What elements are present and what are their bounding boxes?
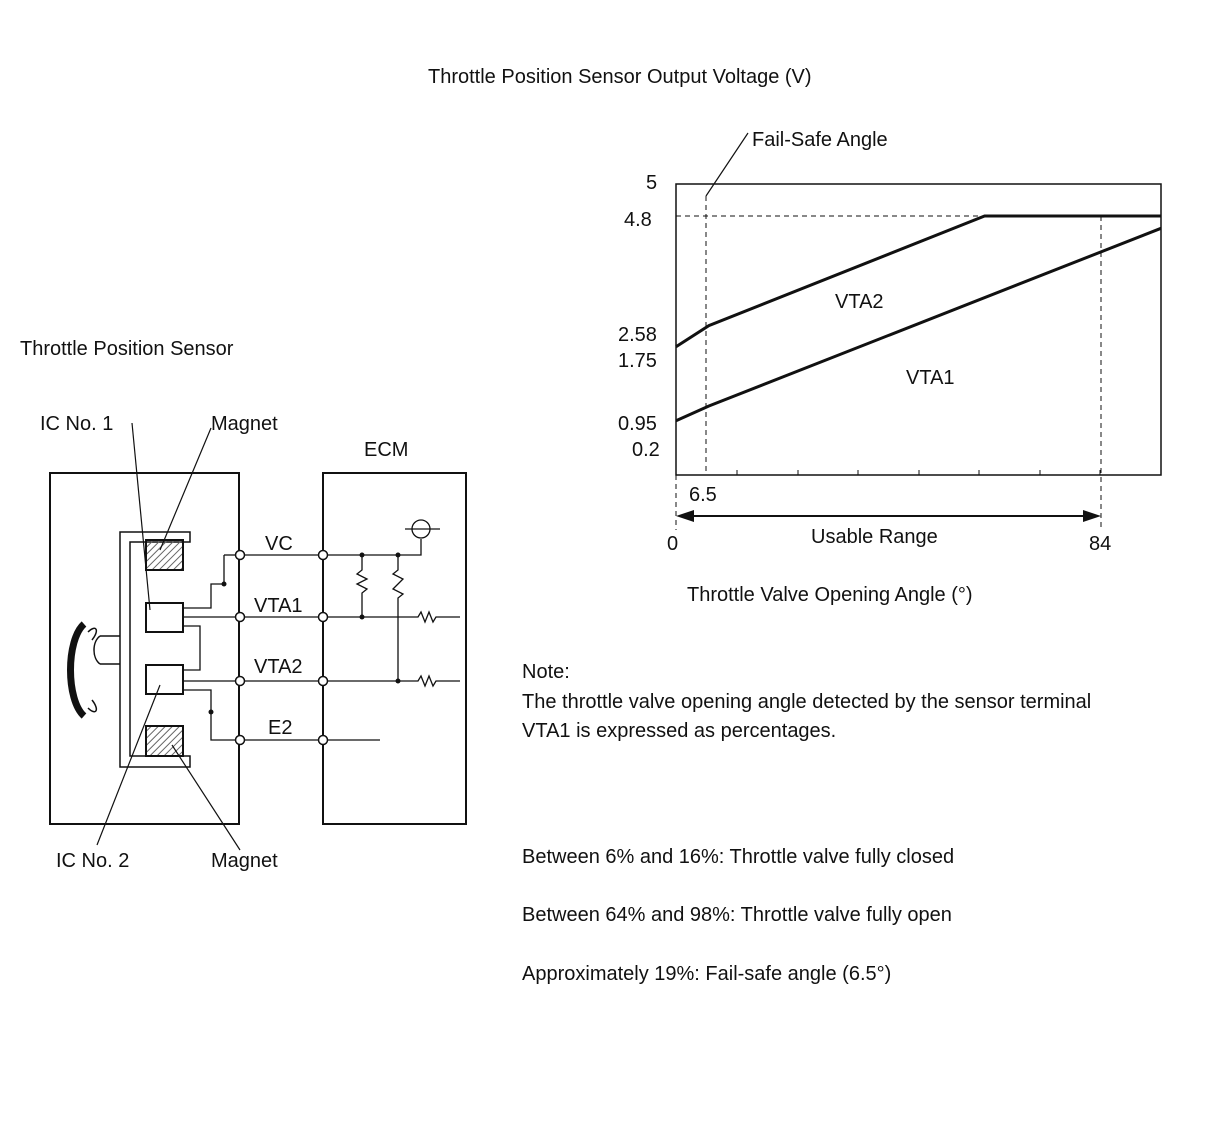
note-item: Between 64% and 98%: Throttle valve full… [522,904,952,926]
terminal-connectors [234,549,329,746]
ic2-label: IC No. 2 [56,850,130,872]
terminal-label-e2: E2 [268,717,293,739]
x-tick-label: 84 [1089,533,1112,555]
sensor-title: Throttle Position Sensor [20,338,234,360]
y-tick-label: 1.75 [618,350,657,372]
y-tick-label: 4.8 [624,209,652,231]
arrow-head-left [676,510,694,522]
arrow-head-right [1083,510,1101,522]
ecm-wiring [328,539,460,741]
sensor-wiring [183,554,240,741]
magnet-bottom-label: Magnet [211,850,278,872]
y-tick-label: 0.2 [632,439,660,461]
sensor-bracket [119,531,191,768]
junction-dot [395,552,401,558]
series-vta1-line [675,226,1162,423]
plot-frame [675,183,1162,476]
series-vta2-line [675,214,1161,349]
note-line-1: The throttle valve opening angle detecte… [522,691,1092,713]
magnet-top [145,539,184,571]
magnet-bottom [145,725,184,757]
magnet-top-label: Magnet [211,413,278,435]
series-label-vta1: VTA1 [906,367,955,389]
junction-dot [395,678,401,684]
junction-dot [208,709,214,715]
y-tick-label: 0.95 [618,413,657,435]
x-tick-label: 0 [667,533,679,555]
ic-no-2 [145,664,184,695]
usable-range-label: Usable Range [811,526,938,548]
power-supply-icon [405,519,440,539]
sensor-housing [49,472,240,825]
junction-dot [359,614,365,620]
x-tick-label: 6.5 [689,484,717,506]
junction-dot [359,552,365,558]
fail-safe-pointer [705,132,749,197]
ecm-box [322,472,467,825]
ecm-label: ECM [364,439,409,461]
fail-safe-label: Fail-Safe Angle [752,129,888,151]
ic-no-1 [145,602,184,633]
chart-title: Throttle Position Sensor Output Voltage … [428,66,812,88]
harness-lines [240,554,323,741]
y-tick-label: 2.58 [618,324,657,346]
terminal-label-vta1: VTA1 [254,595,303,617]
series-label-vta2: VTA2 [835,291,884,313]
leader-lines [96,422,241,851]
junction-dot [221,581,227,587]
ic1-label: IC No. 1 [40,413,114,435]
note-heading: Note: [522,661,570,683]
note-item: Approximately 19%: Fail-safe angle (6.5°… [522,963,892,985]
y-tick-label: 5 [646,172,658,194]
x-axis-label: Throttle Valve Opening Angle (°) [687,584,973,606]
note-line-2: VTA1 is expressed as percentages. [522,720,837,742]
terminal-label-vta2: VTA2 [254,656,303,678]
note-item: Between 6% and 16%: Throttle valve fully… [522,846,955,868]
x-axis-ticks [736,470,1101,475]
terminal-label-vc: VC [265,533,293,555]
rotation-icon [67,621,120,719]
